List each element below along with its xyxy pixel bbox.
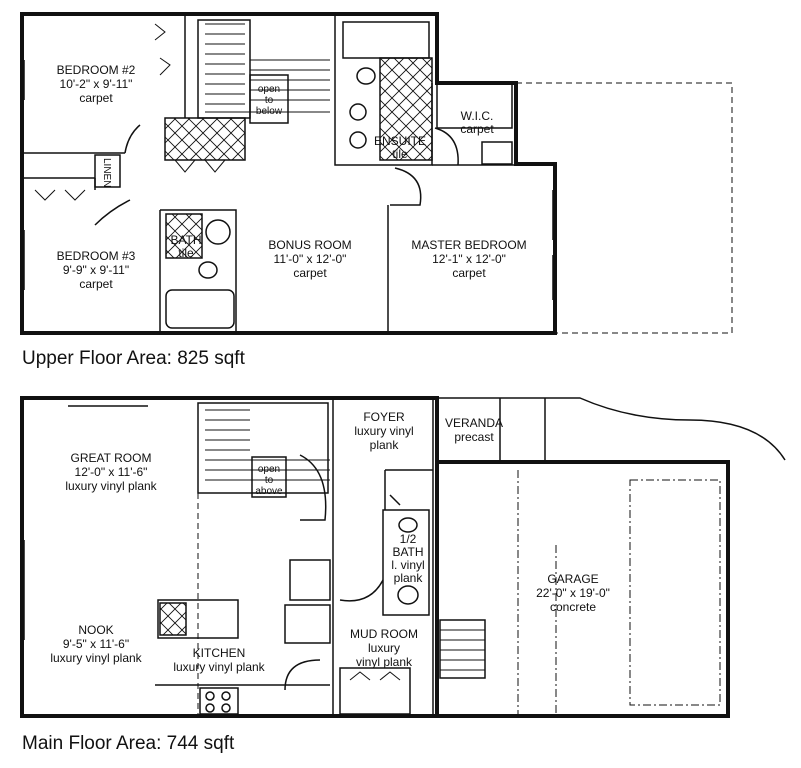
ensuite-floor: tile	[392, 147, 408, 161]
great-room-name: GREAT ROOM	[71, 451, 152, 465]
linen-closet	[94, 154, 121, 188]
veranda-outline	[437, 397, 786, 462]
foyer-floor: luxury vinyl	[354, 424, 413, 438]
svg-text:BEDROOM #39'-9" x 9'-11"carpet: BEDROOM #39'-9" x 9'-11"carpet	[57, 249, 136, 291]
wic-name: W.I.C.	[461, 109, 494, 123]
bedroom3-name: BEDROOM #3	[57, 249, 136, 263]
bonus-room-name: BONUS ROOM	[268, 238, 351, 252]
nook-size: 9'-5" x 11'-6"	[63, 637, 129, 651]
master-bedroom-name: MASTER BEDROOM	[411, 238, 526, 252]
master-bedroom-size: 12'-1" x 12'-0"	[432, 252, 506, 266]
foyer-name: FOYER	[363, 410, 405, 424]
main-floor-area: Main Floor Area: 744 sqft	[22, 733, 235, 754]
upper-bath-walls	[159, 209, 237, 333]
bonus-room-size: 11'-0" x 12'-0"	[274, 252, 347, 266]
upper-bath-floor: tile	[178, 246, 194, 260]
main-floor-plan	[20, 396, 786, 718]
bonus-room-floor: carpet	[293, 266, 327, 280]
veranda-floor: precast	[454, 430, 494, 444]
garage-walls	[437, 460, 730, 718]
half-bath-name: 1/2	[400, 532, 417, 546]
garage-steps	[439, 619, 486, 679]
master-bedroom-walls	[387, 164, 555, 333]
wic-walls	[436, 83, 513, 129]
garage-floor: concrete	[550, 600, 596, 614]
bedroom2-walls	[22, 14, 186, 154]
mud-room-floor: luxury	[368, 641, 400, 655]
nook-name: NOOK	[78, 623, 113, 637]
kitchen-island	[157, 599, 239, 639]
bedroom2-size: 10'-2" x 9'-11"	[60, 77, 133, 91]
half-bath	[382, 509, 430, 616]
kitchen-name: KITCHEN	[193, 646, 246, 660]
ensuite-name: ENSUITE	[374, 134, 426, 148]
svg-text:BEDROOM #210'-2" x 9'-11"carpe: BEDROOM #210'-2" x 9'-11"carpet	[57, 63, 136, 105]
great-room-size: 12'-0" x 11'-6"	[75, 465, 148, 479]
garage-name: GARAGE	[547, 572, 598, 586]
bedroom3-floor: carpet	[79, 277, 113, 291]
nook-floor: luxury vinyl plank	[50, 651, 142, 665]
svg-text:W.I.C.carpet: W.I.C.carpet	[460, 109, 494, 136]
upper-bath-name: BATH	[170, 233, 201, 247]
bedroom3-size: 9'-9" x 9'-11"	[63, 263, 129, 277]
great-room-floor: luxury vinyl plank	[65, 479, 157, 493]
kitchen-floor: luxury vinyl plank	[173, 660, 265, 674]
garage-size: 22'-0" x 19'-0"	[536, 586, 610, 600]
foyer-walls	[332, 398, 434, 716]
linen-label: LINEN	[101, 158, 112, 187]
upper-exterior-walls	[20, 12, 557, 335]
upper-floor-plan	[20, 12, 733, 335]
veranda-name: VERANDA	[445, 416, 503, 430]
half-bath-floor: l. vinyl	[391, 558, 424, 572]
mud-room-name: MUD ROOM	[350, 627, 418, 641]
bedroom2-floor: carpet	[79, 91, 113, 105]
master-bedroom-floor: carpet	[452, 266, 486, 280]
upper-floor-area: Upper Floor Area: 825 sqft	[22, 348, 246, 369]
wic-floor: carpet	[460, 122, 494, 136]
main-stairs	[197, 402, 330, 494]
bedroom2-name: BEDROOM #2	[57, 63, 136, 77]
upper-stairs	[197, 19, 330, 119]
closet-bedroom2	[164, 117, 246, 161]
roof-outline	[516, 82, 733, 334]
